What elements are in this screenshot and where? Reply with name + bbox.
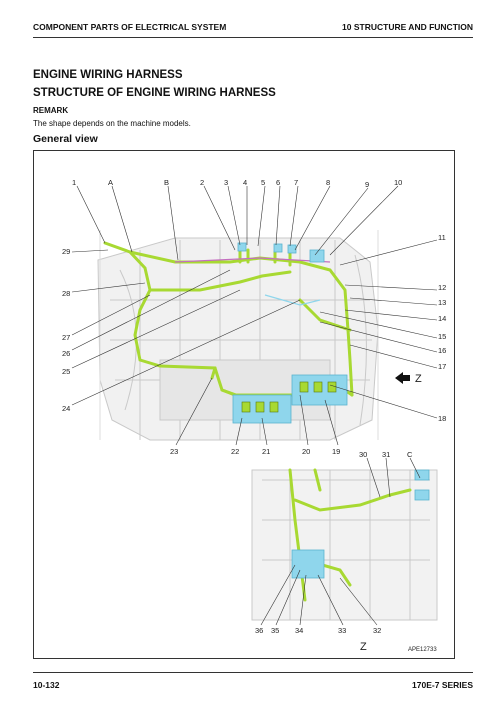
callout-7: 7 [294, 178, 298, 187]
callout-15: 15 [438, 332, 446, 341]
harness-detail-routing [288, 468, 412, 602]
callout-36: 36 [255, 626, 263, 635]
footer-page-number: 10-132 [33, 680, 60, 690]
callout-31: 31 [382, 450, 390, 459]
callout-12: 12 [438, 283, 446, 292]
callout-10: 10 [394, 178, 402, 187]
remark-text: The shape depends on the machine models. [33, 119, 191, 128]
footer-series: 170E-7 SERIES [412, 680, 473, 690]
callout-2: 2 [200, 178, 204, 187]
page-subtitle: STRUCTURE OF ENGINE WIRING HARNESS [33, 87, 276, 99]
header-left: COMPONENT PARTS OF ELECTRICAL SYSTEM [33, 22, 227, 32]
footer-rule [33, 672, 473, 673]
callout-A: A [108, 178, 113, 187]
callout-4: 4 [243, 178, 247, 187]
callout-3: 3 [224, 178, 228, 187]
view-arrow-label: Z [415, 373, 422, 385]
view-direction-arrow [395, 372, 410, 384]
callout-18: 18 [438, 414, 446, 423]
figure-frame [33, 150, 455, 659]
callout-23: 23 [170, 447, 178, 456]
callout-9: 9 [365, 180, 369, 189]
remark-label: REMARK [33, 106, 69, 115]
callout-21: 21 [262, 447, 270, 456]
callout-28: 28 [62, 289, 70, 298]
connector-plugs [241, 381, 337, 413]
callout-24: 24 [62, 404, 70, 413]
section-title: General view [33, 133, 98, 145]
callout-22: 22 [231, 447, 239, 456]
callout-labels: 1 A B 2 3 4 5 6 7 8 9 10 11 12 13 14 15 … [62, 178, 446, 635]
callout-27: 27 [62, 333, 70, 342]
callout-C: C [407, 450, 413, 459]
harness-routing [103, 241, 354, 402]
callout-13: 13 [438, 298, 446, 307]
header-rule [33, 37, 473, 38]
callout-6: 6 [276, 178, 280, 187]
callout-8: 8 [326, 178, 330, 187]
callout-1: 1 [72, 178, 76, 187]
callout-17: 17 [438, 362, 446, 371]
callout-11: 11 [438, 233, 446, 242]
callout-35: 35 [271, 626, 279, 635]
callout-25: 25 [62, 367, 70, 376]
callout-14: 14 [438, 314, 446, 323]
callout-34: 34 [295, 626, 303, 635]
page-header: COMPONENT PARTS OF ELECTRICAL SYSTEM 10 … [33, 22, 473, 36]
engine-detail-drawing [251, 469, 438, 621]
harness-accent-line [174, 257, 331, 263]
leader-lines [71, 185, 438, 626]
callout-5: 5 [261, 178, 265, 187]
callout-16: 16 [438, 346, 446, 355]
callout-30: 30 [359, 450, 367, 459]
figure-code: APE12733 [408, 647, 437, 653]
callout-26: 26 [62, 349, 70, 358]
page-title: ENGINE WIRING HARNESS [33, 69, 183, 81]
callout-33: 33 [338, 626, 346, 635]
view-label: Z [360, 641, 367, 653]
connector-detail-blocks [291, 469, 430, 579]
harness-blue-line [264, 294, 321, 306]
callout-B: B [164, 178, 169, 187]
callout-32: 32 [373, 626, 381, 635]
callout-19: 19 [332, 447, 340, 456]
callout-29: 29 [62, 247, 70, 256]
callout-20: 20 [302, 447, 310, 456]
header-right: 10 STRUCTURE AND FUNCTION [342, 22, 473, 32]
